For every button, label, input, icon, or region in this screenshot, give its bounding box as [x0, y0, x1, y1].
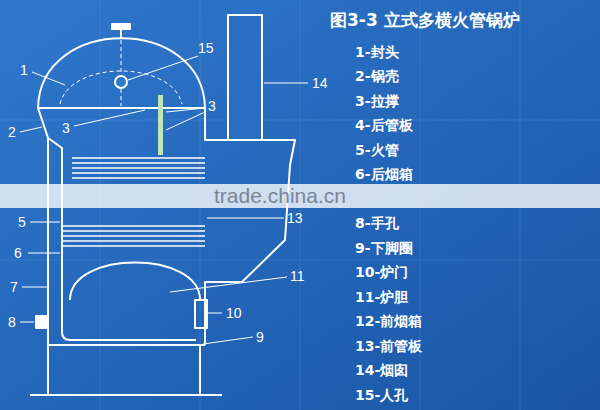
callout-number: 3 — [208, 98, 216, 114]
callout-number: 2 — [8, 124, 16, 140]
callout-number: 11 — [290, 268, 305, 284]
legend-item: 14-烟囱 — [355, 362, 408, 378]
callout-number: 6 — [14, 245, 22, 261]
legend-item: 11-炉胆 — [355, 289, 408, 305]
callout-number: 14 — [312, 75, 328, 91]
legend-item: 3-拉撑 — [355, 93, 399, 109]
legend-item: 15-人孔 — [355, 387, 408, 403]
watermark: trade.china.cn — [214, 184, 346, 208]
legend-item: 2-锅壳 — [355, 68, 399, 84]
legend-item: 8-手孔 — [355, 215, 399, 231]
title: 图3-3 立式多横火管锅炉 — [330, 10, 520, 30]
callout-number: 13 — [287, 210, 303, 226]
callout-number: 3 — [62, 120, 70, 136]
legend-item: 4-后管板 — [355, 117, 413, 133]
legend-item: 10-炉门 — [355, 264, 408, 280]
legend-item: 12-前烟箱 — [355, 313, 422, 329]
legend-item: 1-封头 — [355, 44, 399, 60]
callout-number: 15 — [198, 40, 214, 56]
legend-item: 13-前管板 — [355, 338, 422, 354]
callout-number: 8 — [8, 314, 16, 330]
legend-item: 6-后烟箱 — [355, 166, 413, 182]
callout-number: 5 — [18, 214, 26, 230]
callout-number: 10 — [226, 305, 242, 321]
stay-tube — [158, 95, 163, 155]
callout-number: 7 — [10, 279, 18, 295]
legend-item: 9-下脚圈 — [355, 240, 413, 256]
callout-number: 1 — [20, 62, 28, 78]
callout-number: 9 — [256, 329, 264, 345]
legend-item: 5-火管 — [355, 142, 399, 158]
